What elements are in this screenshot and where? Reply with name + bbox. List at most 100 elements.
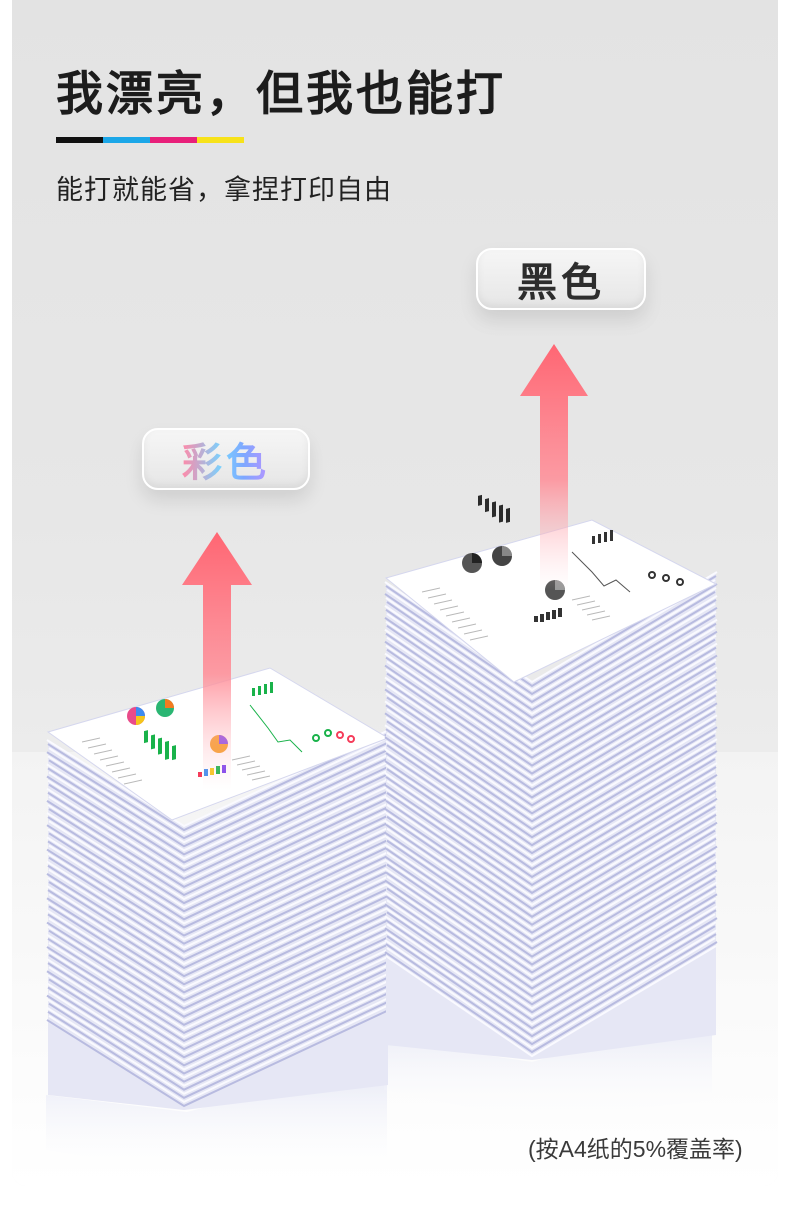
sheet-edge bbox=[386, 579, 716, 692]
sheet-text-line bbox=[445, 611, 465, 617]
sheet-edge bbox=[385, 861, 717, 974]
paper-stacks-illustration bbox=[46, 344, 718, 1175]
sheet-text-line bbox=[111, 767, 131, 773]
sheet-edge bbox=[384, 595, 718, 708]
sheet-edge bbox=[47, 867, 389, 966]
sheet-edge bbox=[46, 753, 390, 852]
sheet-edge bbox=[48, 980, 388, 1079]
sheet-edge bbox=[47, 830, 389, 929]
cmyk-cyan-segment bbox=[103, 137, 150, 143]
sheet-edge bbox=[46, 911, 390, 1010]
sheet-edge bbox=[384, 821, 718, 934]
sheet-edge bbox=[48, 931, 388, 1030]
sheet-edge bbox=[384, 762, 718, 875]
sheet-edge bbox=[385, 801, 717, 914]
sheet-edge bbox=[385, 933, 717, 1046]
sheet-text-line bbox=[123, 779, 143, 785]
sheet-edge bbox=[385, 813, 717, 926]
sheet-edge bbox=[48, 1004, 388, 1104]
sheet-edge bbox=[384, 893, 718, 1006]
small-black-bars bbox=[534, 530, 613, 622]
sheet-edge bbox=[385, 694, 717, 807]
sheet-edge bbox=[385, 742, 717, 855]
pie-slice bbox=[472, 553, 482, 563]
sheet-edge bbox=[47, 927, 389, 1026]
line-chart-trace bbox=[249, 704, 303, 753]
sheet-edge bbox=[47, 940, 389, 1039]
donut-icon bbox=[676, 578, 684, 586]
sheet-edge bbox=[47, 964, 389, 1063]
sheet-text-line bbox=[421, 587, 441, 593]
sheet-edge bbox=[385, 610, 717, 723]
sheet-edge bbox=[48, 968, 388, 1067]
sheet-edge bbox=[386, 770, 716, 883]
sheet-edge bbox=[386, 841, 716, 954]
small-green-bars bbox=[252, 682, 273, 696]
sheet-edge bbox=[384, 726, 718, 839]
sheet-text-line bbox=[439, 605, 459, 611]
sheet-edge bbox=[47, 818, 389, 917]
sheet-edge bbox=[385, 754, 717, 867]
sheet-edge bbox=[386, 662, 716, 775]
sheet-text-line bbox=[93, 749, 113, 755]
sheet-edge bbox=[386, 626, 716, 739]
black-bar-chart bbox=[478, 494, 510, 523]
sheet-edge bbox=[46, 936, 390, 1035]
sheet-edge bbox=[384, 905, 718, 1018]
sheet-edge bbox=[385, 849, 717, 962]
sheet-text-line bbox=[231, 755, 251, 761]
sheet-text-line bbox=[251, 775, 271, 781]
sheet-edge bbox=[386, 782, 716, 895]
sheet-text-line bbox=[451, 617, 471, 623]
sheet-edge bbox=[385, 921, 717, 1034]
sheet-edge bbox=[48, 956, 388, 1055]
sheet-edge bbox=[47, 903, 389, 1002]
sheet-edge bbox=[47, 952, 389, 1051]
sheet-edge bbox=[47, 794, 389, 893]
sheet-edge bbox=[386, 913, 716, 1026]
sheet-edge bbox=[386, 602, 716, 716]
sheet-edge bbox=[384, 630, 718, 743]
sheet-edge bbox=[385, 766, 717, 879]
cmyk-yellow-segment bbox=[197, 137, 244, 143]
sheet-text-lines bbox=[81, 737, 271, 785]
sheet-edge bbox=[384, 809, 718, 922]
sheet-text-line bbox=[581, 605, 601, 611]
sheet-edge bbox=[48, 919, 388, 1018]
color-paper-stack bbox=[46, 667, 390, 1110]
sheet-edge bbox=[48, 785, 388, 884]
sheet-edge bbox=[386, 686, 716, 799]
sheet-edge bbox=[47, 806, 389, 905]
sheet-edge bbox=[48, 737, 388, 836]
sheet-edge bbox=[384, 833, 718, 946]
sheet-edge bbox=[384, 654, 718, 767]
sheet-edge bbox=[385, 598, 717, 712]
sheet-edge bbox=[384, 690, 718, 803]
sheet-text-line bbox=[463, 629, 483, 635]
sheet-edge bbox=[46, 899, 390, 998]
black-paper-stack bbox=[384, 519, 718, 1060]
sheet-text-line bbox=[105, 761, 125, 767]
sheet-edge bbox=[386, 674, 716, 787]
page-card: 我漂亮，但我也能打 能打就能省，拿捏打印自由 bbox=[12, 0, 778, 1186]
sheet-edge bbox=[385, 778, 717, 891]
sheet-edge bbox=[386, 817, 716, 930]
sheet-edge bbox=[385, 658, 717, 771]
sheet-edge bbox=[384, 618, 718, 731]
sheet-edge bbox=[48, 773, 388, 872]
sheet-edge bbox=[47, 733, 389, 832]
sheet-edge bbox=[384, 666, 718, 779]
sheet-edge bbox=[385, 789, 717, 903]
sheet-edge bbox=[386, 591, 716, 704]
sheet-edge bbox=[46, 838, 390, 937]
sheet-edge bbox=[46, 948, 390, 1047]
sheet-edge bbox=[384, 702, 718, 815]
pie-slice bbox=[502, 546, 512, 556]
sheet-edge bbox=[47, 879, 389, 978]
sheet-edge bbox=[386, 638, 716, 751]
sheet-edge bbox=[384, 774, 718, 887]
sheet-text-line bbox=[571, 595, 591, 601]
sheet-edge bbox=[46, 862, 390, 962]
sheet-text-line bbox=[457, 623, 477, 629]
sheet-edge bbox=[47, 915, 389, 1014]
